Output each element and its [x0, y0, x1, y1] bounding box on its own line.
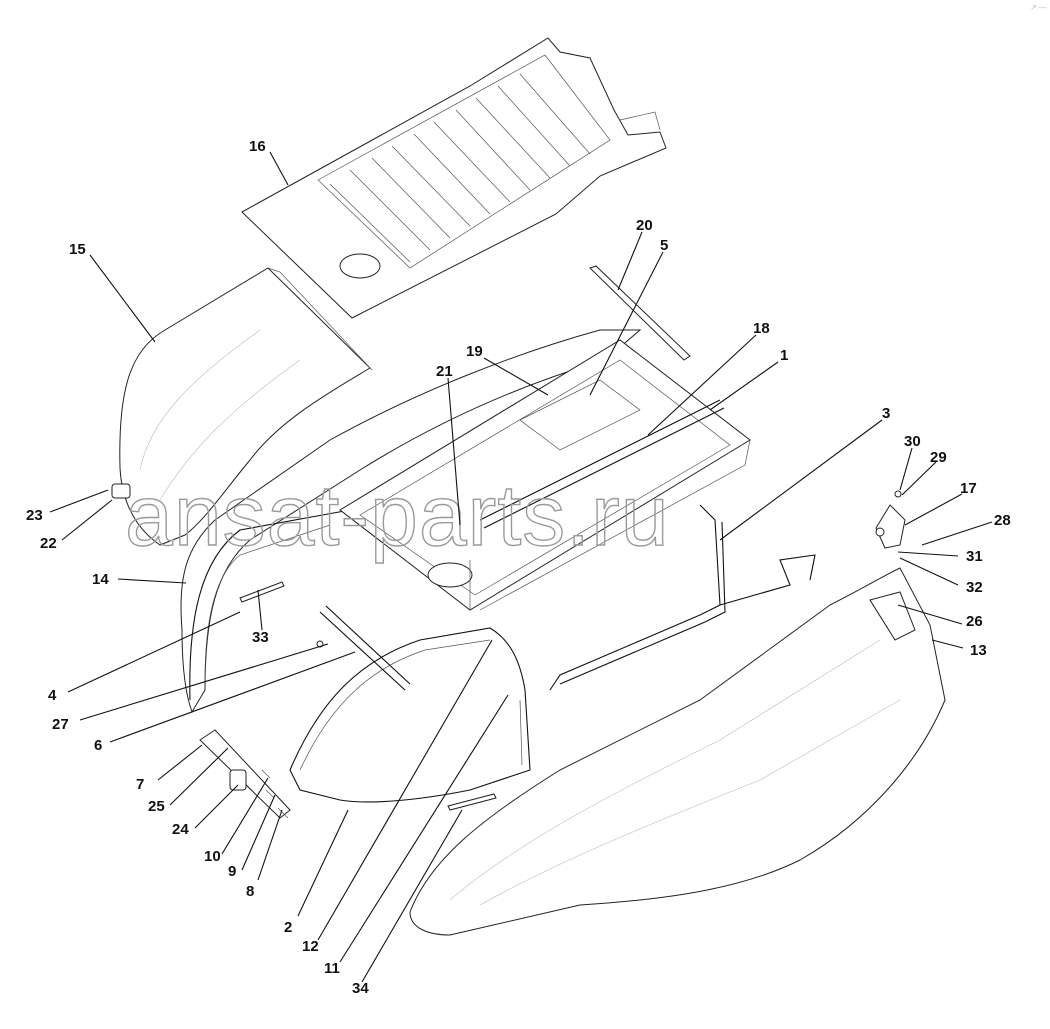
callout-2: 2: [284, 919, 292, 936]
callout-22: 22: [40, 535, 57, 552]
callout-23: 23: [26, 507, 43, 524]
callout-6: 6: [94, 737, 102, 754]
callout-18: 18: [753, 320, 770, 337]
callout-3: 3: [882, 405, 890, 422]
callout-15: 15: [69, 241, 86, 258]
callout-24: 24: [172, 821, 189, 838]
leader-lines: [49, 151, 993, 983]
callout-5: 5: [660, 237, 668, 254]
callout-21: 21: [436, 363, 453, 380]
part-center-frame: [339, 339, 751, 611]
callout-8: 8: [246, 883, 254, 900]
part-left-side-panel: [180, 329, 642, 714]
part-small-bracket-17: [875, 490, 906, 549]
callout-10: 10: [204, 848, 221, 865]
callout-7: 7: [136, 776, 144, 793]
callout-25: 25: [148, 798, 165, 815]
callout-34: 34: [352, 980, 369, 997]
part-brace-6: [319, 605, 411, 691]
callout-9: 9: [228, 863, 236, 880]
callout-29: 29: [930, 449, 947, 466]
part-strip-34: [447, 793, 497, 811]
callout-4: 4: [48, 687, 57, 704]
part-tube-frame: [289, 627, 531, 803]
callout-19: 19: [466, 343, 483, 360]
callout-12: 12: [302, 938, 319, 955]
watermark-text: ansat-parts.ru: [125, 468, 670, 564]
callout-14: 14: [92, 571, 109, 588]
part-strip-33: [239, 581, 285, 603]
part-right-side-panel: [409, 567, 946, 936]
callout-33: 33: [252, 629, 269, 646]
corner-mark: ↗ —: [1030, 3, 1047, 12]
part-clip-22: [111, 483, 131, 499]
drawing: [111, 37, 946, 936]
callout-16: 16: [249, 138, 266, 155]
callout-30: 30: [904, 433, 921, 450]
callout-31: 31: [966, 548, 983, 565]
callout-28: 28: [994, 512, 1011, 529]
callout-13: 13: [970, 642, 987, 659]
callout-20: 20: [636, 217, 653, 234]
part-bar-20: [589, 265, 691, 361]
part-rear-hood: [119, 267, 373, 546]
callout-17: 17: [960, 480, 977, 497]
callout-32: 32: [966, 579, 983, 596]
part-lower-bracket: [199, 729, 291, 819]
callout-26: 26: [966, 613, 983, 630]
part-bracket-tube-3: [549, 504, 816, 691]
callout-1: 1: [780, 347, 788, 364]
callout-27: 27: [52, 716, 69, 733]
part-top-grille-panel: [241, 37, 667, 319]
callout-11: 11: [324, 960, 340, 977]
callout-labels: 16 15 20 5 18 1 19 21 3 30 29 17 28 31 3…: [26, 138, 1011, 997]
